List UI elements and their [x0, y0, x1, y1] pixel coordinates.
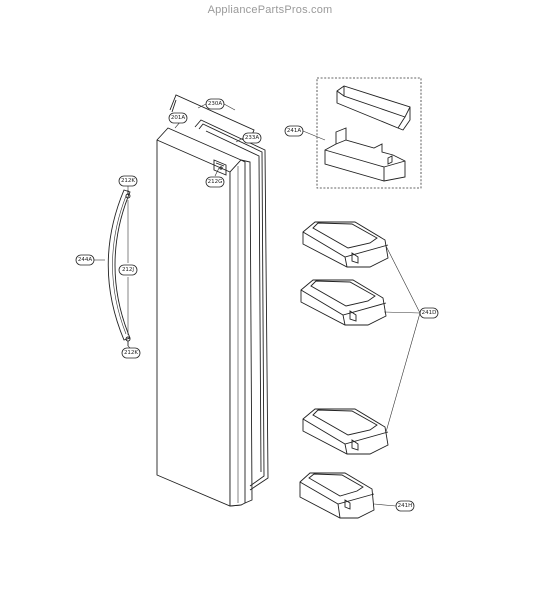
- door-handle: [107, 189, 131, 346]
- svg-text:241H: 241H: [398, 503, 413, 509]
- svg-text:212K: 212K: [124, 350, 138, 356]
- door-bin-small: [299, 472, 375, 519]
- svg-text:241D: 241D: [422, 310, 437, 316]
- callout-233A: 233A: [242, 132, 262, 144]
- svg-text:212K: 212K: [121, 178, 135, 184]
- callout-230A: 230A: [205, 98, 225, 110]
- door-bin-3: [302, 408, 389, 455]
- callout-212K-top: 212K: [118, 175, 138, 187]
- svg-text:233A: 233A: [245, 135, 259, 141]
- svg-text:241A: 241A: [287, 128, 301, 134]
- callout-241D: 241D: [419, 307, 439, 319]
- svg-text:212G: 212G: [208, 179, 223, 185]
- leader-lines: [94, 103, 421, 507]
- svg-text:201A: 201A: [171, 115, 185, 121]
- callout-212K-bottom: 212K: [121, 347, 141, 359]
- callout-244A: 244A: [75, 254, 95, 266]
- callout-241H: 241H: [395, 500, 415, 512]
- callout-201A: 201A: [168, 112, 188, 124]
- dashed-group-241A: [316, 77, 422, 189]
- door-bin-2: [300, 279, 387, 326]
- watermark: AppliancePartsPros.com: [207, 4, 333, 16]
- callout-212G: 212G: [205, 176, 225, 188]
- svg-text:212J: 212J: [122, 267, 134, 273]
- door-assembly: [156, 94, 269, 507]
- svg-text:244A: 244A: [78, 257, 92, 263]
- callout-241A: 241A: [284, 125, 304, 137]
- callout-212J: 212J: [118, 264, 138, 276]
- door-bin-1: [302, 221, 389, 268]
- svg-text:230A: 230A: [208, 101, 222, 107]
